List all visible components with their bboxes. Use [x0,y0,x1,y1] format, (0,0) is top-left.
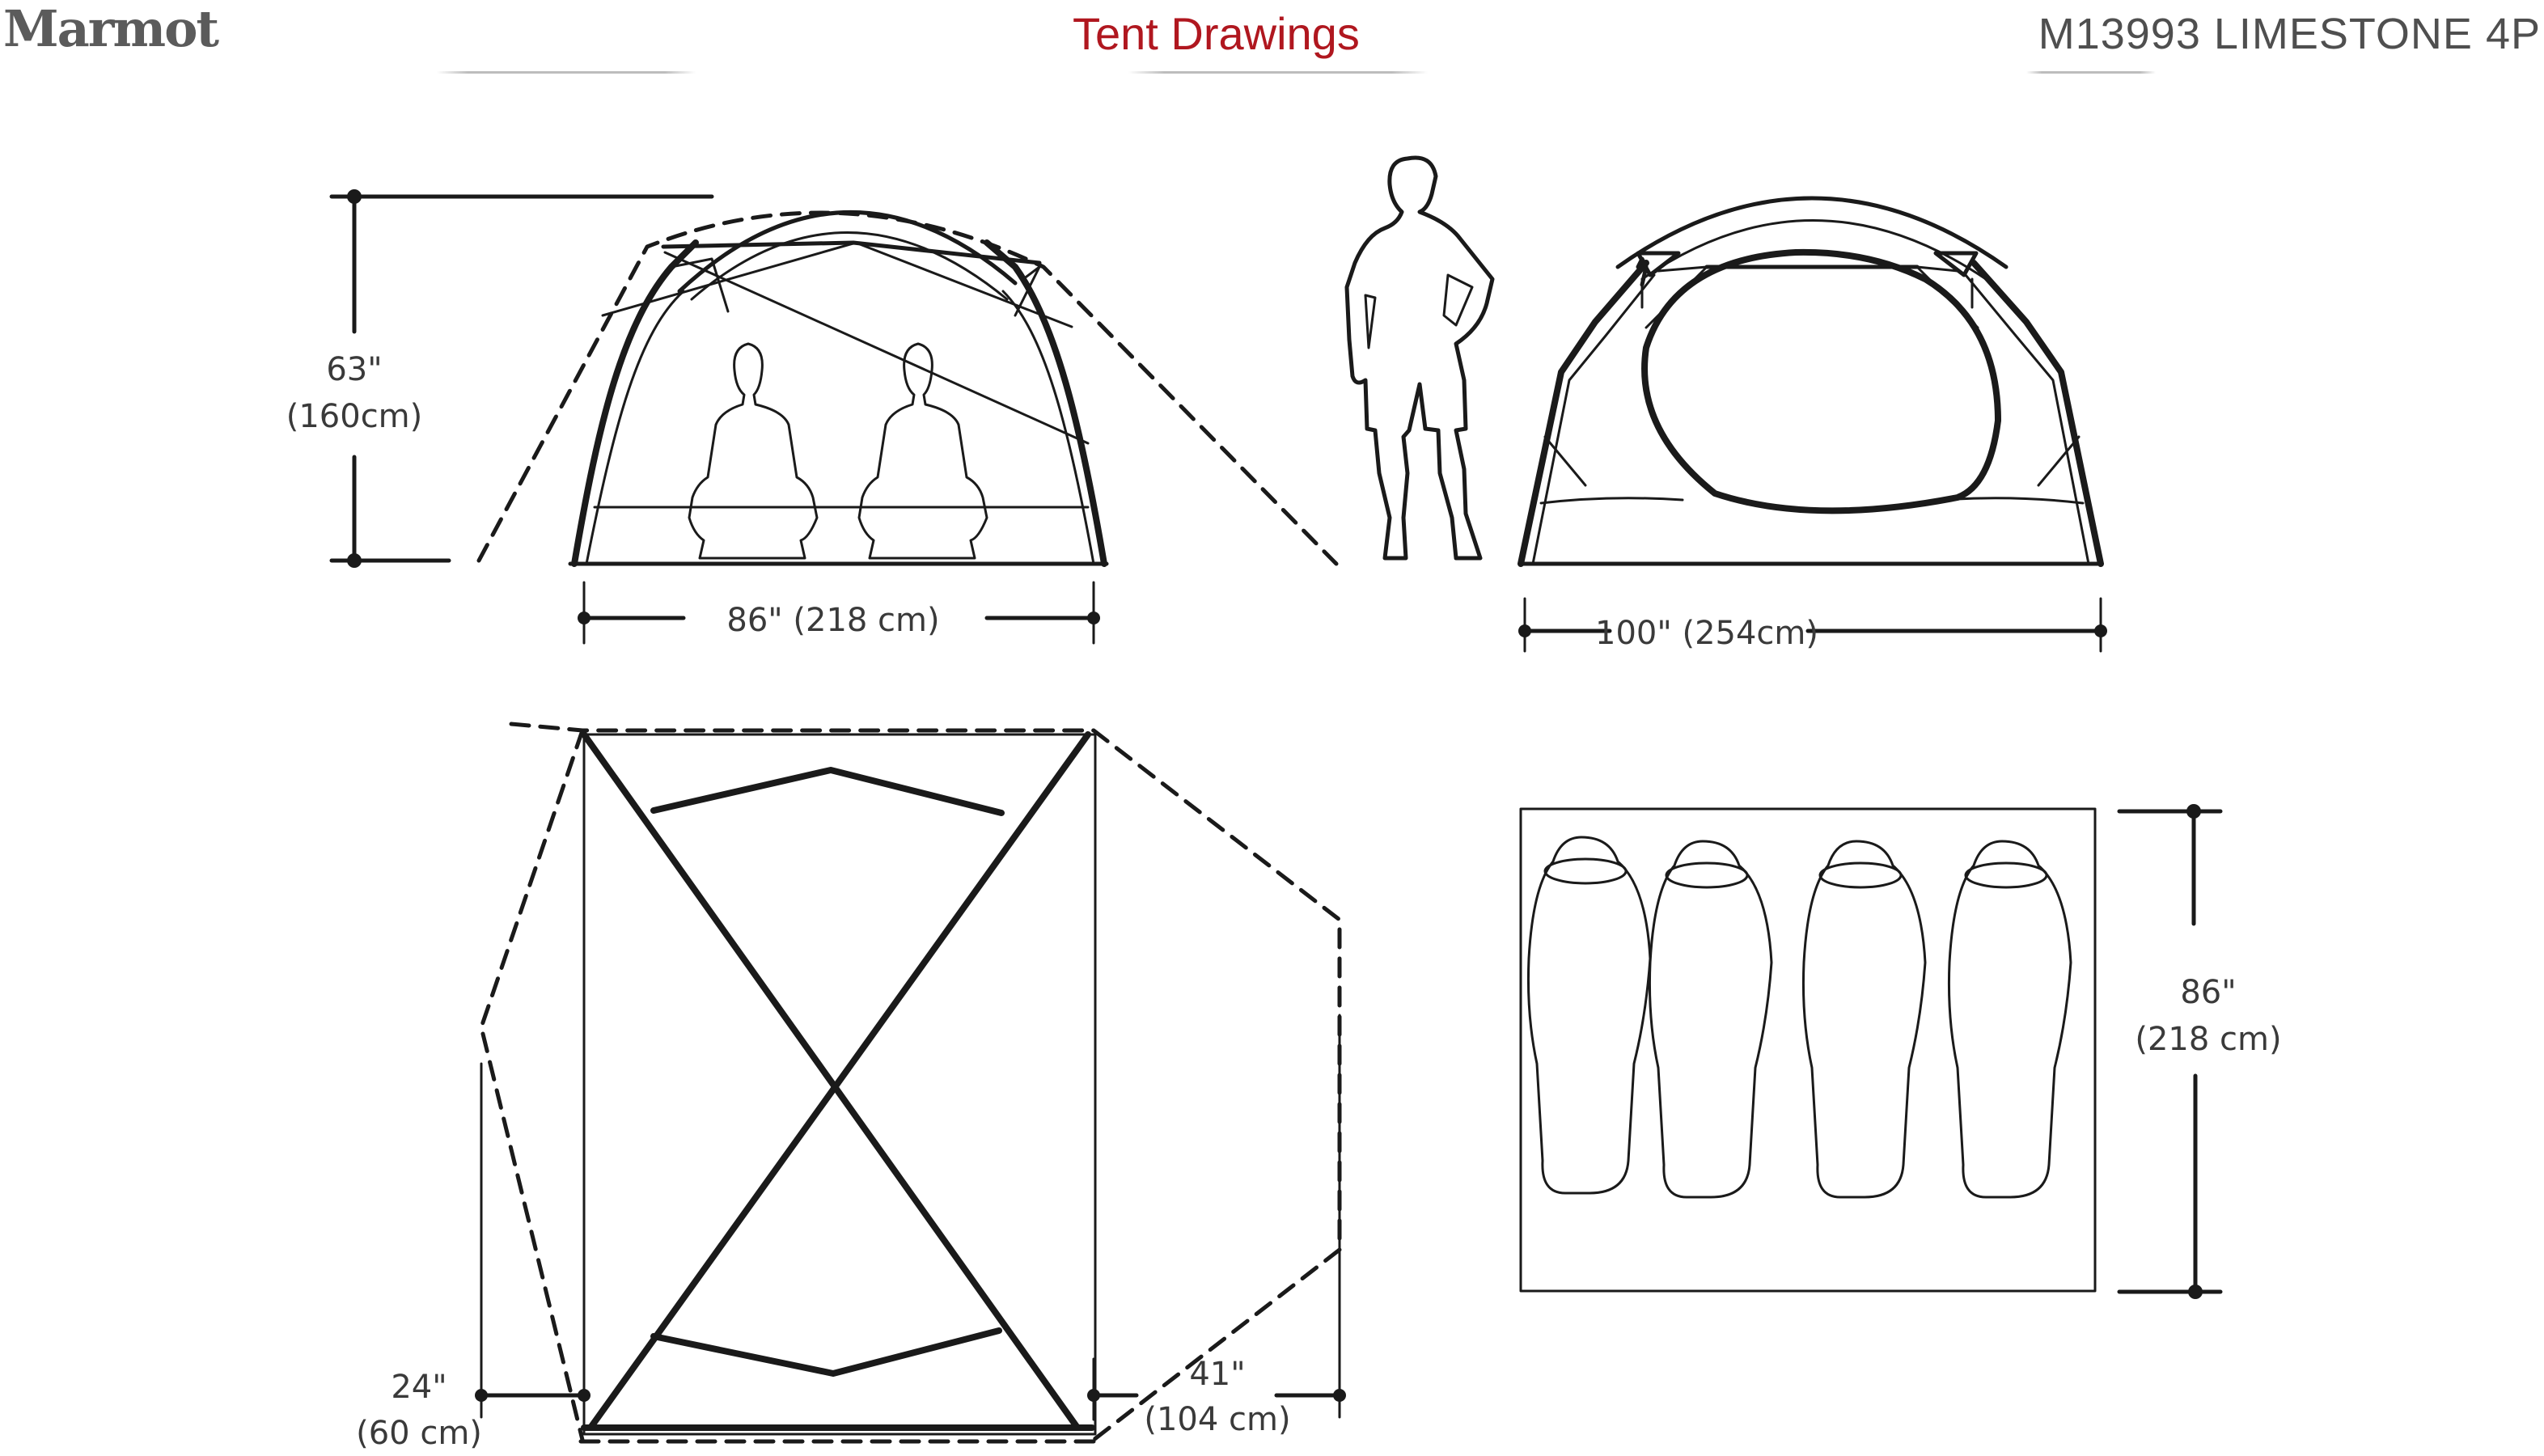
vestibule-right-inches: 41" [1189,1356,1245,1393]
sleeping-bag-icon [1526,836,1652,1195]
header-divider [437,71,696,74]
rainfly-outline [509,722,1342,1442]
tent-floor [582,733,1097,1436]
sleeping-bag-icon [1648,840,1773,1199]
header-divider [1128,71,1428,74]
vestibule-left-cm: (60 cm) [356,1415,482,1452]
brand-logo: Marmot [3,0,219,58]
brow-pole [650,767,1005,816]
width-dimension: 86" (218 cm) [578,581,1100,645]
front-elevation-view: 100" (254cm) [1518,196,2107,653]
brow-pole [677,210,1018,294]
side-elevation-view: 63" (160cm) [286,189,1339,645]
tent-pole [1518,260,1649,567]
sleeping-layout-view: 86" (218 cm) [1519,804,2282,1299]
brow-pole [1615,196,2009,269]
header-divider [2026,71,2156,74]
brow-pole [650,1327,1002,1377]
standing-person-icon [1344,155,1495,561]
page-title: Tent Drawings [1073,8,1360,59]
floorplan-view: 24" (60 cm) 41" (104 cm) [356,722,1346,1452]
tent-pole [587,731,1091,1431]
vestibule-right-cm: (104 cm) [1144,1401,1290,1438]
seated-person-icon [688,342,819,560]
tent-pole [1970,260,2104,567]
height-cm-label: (160cm) [286,398,423,435]
front-width-label: 100" (254cm) [1595,615,1818,652]
width-dimension: 100" (254cm) [1518,597,2107,653]
tent-pole [581,731,1081,1431]
sleeping-bag-icon [1947,840,2072,1199]
height-inches-label: 63" [326,351,382,388]
tent-pole [571,239,699,567]
tent-door [1641,248,2001,514]
vestibule-left-inches: 24" [391,1369,447,1406]
sleeping-bag-icon [1801,840,1927,1199]
height-dimension: 63" (160cm) [286,189,714,568]
length-dimension: 86" (218 cm) [2117,804,2282,1299]
vestibule-left-dimension: 24" (60 cm) [356,1369,590,1452]
side-width-label: 86" (218 cm) [726,602,939,639]
length-cm-label: (218 cm) [2135,1021,2281,1058]
vestibule-right-dimension: 41" (104 cm) [1087,1356,1346,1438]
length-inches-label: 86" [2180,974,2236,1011]
tent-pole [984,239,1107,567]
seated-person-icon [857,342,988,560]
model-name: M13993 LIMESTONE 4P [2038,10,2541,58]
tent-floor [1519,807,2097,1293]
